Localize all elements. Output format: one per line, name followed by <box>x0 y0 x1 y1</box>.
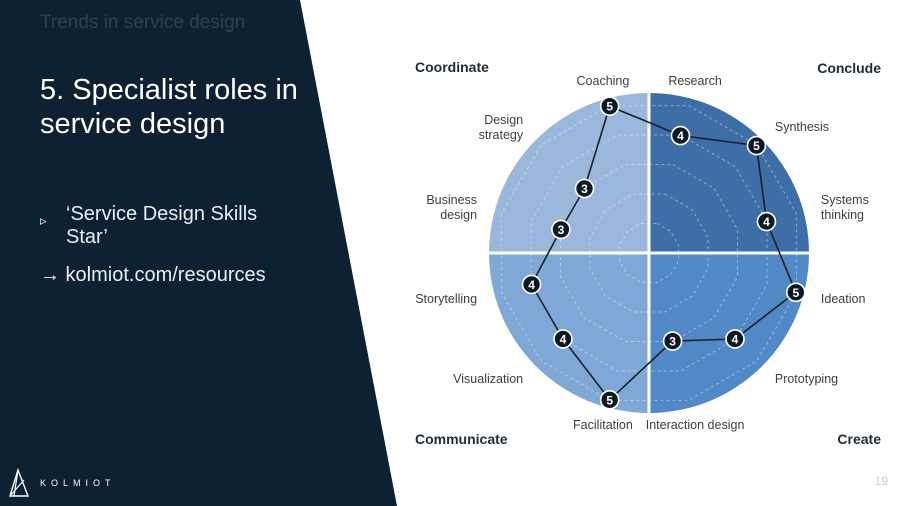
skill-node-marker <box>756 211 777 232</box>
level-ring-1 <box>619 223 679 283</box>
bullet-triangle-icon: ▹ <box>40 213 47 228</box>
skill-node: 4 <box>725 329 745 349</box>
skill-node-value: 3 <box>669 335 676 349</box>
skill-node-value: 4 <box>528 278 535 292</box>
brand: KOLMIOT <box>8 468 116 498</box>
skill-node-marker <box>521 274 542 295</box>
skill-node-marker <box>553 329 573 349</box>
skill-node-marker <box>574 178 595 199</box>
skill-label: Ideation <box>821 292 866 306</box>
quadrant-label-conclude: Conclude <box>817 60 881 76</box>
quadrant-label-create: Create <box>837 431 881 447</box>
skill-node: 4 <box>553 329 573 349</box>
skill-node-marker <box>551 219 571 240</box>
skill-node-value: 5 <box>792 286 799 300</box>
skill-label: Interaction design <box>646 418 745 432</box>
skill-node-value: 5 <box>606 100 613 114</box>
bullet-item: ▹ ‘Service Design Skills Star’ <box>40 203 300 249</box>
section-label: Trends in service design <box>40 12 246 33</box>
slide-title: 5. Specialist roles in service design <box>40 74 298 140</box>
bullet-text: ‘Service Design Skills Star’ <box>66 203 258 248</box>
level-ring-5 <box>501 105 797 401</box>
skill-node-marker <box>786 282 806 303</box>
skill-node-marker <box>670 125 691 146</box>
quadrant-dividers <box>489 93 809 413</box>
skill-node-value: 3 <box>581 182 588 196</box>
skill-node-value: 3 <box>558 223 565 237</box>
skill-node-value: 5 <box>753 139 760 153</box>
skill-node-value: 4 <box>560 332 567 346</box>
quadrant-coordinate <box>489 93 649 253</box>
skill-node-marker <box>662 331 683 351</box>
skill-node: 4 <box>670 125 691 146</box>
skill-node-value: 4 <box>677 129 684 143</box>
brand-name: KOLMIOT <box>40 478 116 488</box>
skill-node: 3 <box>551 219 571 240</box>
skill-label: Prototyping <box>775 372 838 386</box>
skill-node-value: 4 <box>732 332 739 346</box>
skill-node: 4 <box>521 274 542 295</box>
skill-node-marker <box>725 329 745 349</box>
skill-node: 5 <box>599 96 620 116</box>
skill-label: Storytelling <box>415 292 477 306</box>
skill-node-value: 4 <box>763 215 770 229</box>
skill-node-marker <box>599 96 620 116</box>
skill-label: Visualization <box>453 372 523 386</box>
skill-node: 5 <box>599 390 620 410</box>
skill-node: 4 <box>756 211 777 232</box>
skill-label: Synthesis <box>775 120 829 134</box>
skill-node: 3 <box>574 178 595 199</box>
quadrant-conclude <box>649 93 809 253</box>
page-number: 19 <box>874 474 888 488</box>
skill-node: 5 <box>786 282 806 303</box>
skill-node-value: 5 <box>606 393 613 407</box>
skill-node: 5 <box>746 135 767 156</box>
quadrant-label-communicate: Communicate <box>415 431 508 447</box>
skill-node: 3 <box>662 331 683 351</box>
skill-profile: 4 5 4 5 4 3 5 4 4 3 3 5 <box>521 96 806 410</box>
skill-node-marker <box>746 135 767 156</box>
resources-link[interactable]: → kolmiot.com/resources <box>40 264 266 286</box>
kolmiot-logo-icon <box>9 468 30 497</box>
skill-node-marker <box>599 390 620 410</box>
skill-label: Research <box>668 74 722 88</box>
skill-label: Coaching <box>577 74 630 88</box>
skill-label: Facilitation <box>573 418 633 432</box>
quadrant-label-coordinate: Coordinate <box>415 59 489 75</box>
